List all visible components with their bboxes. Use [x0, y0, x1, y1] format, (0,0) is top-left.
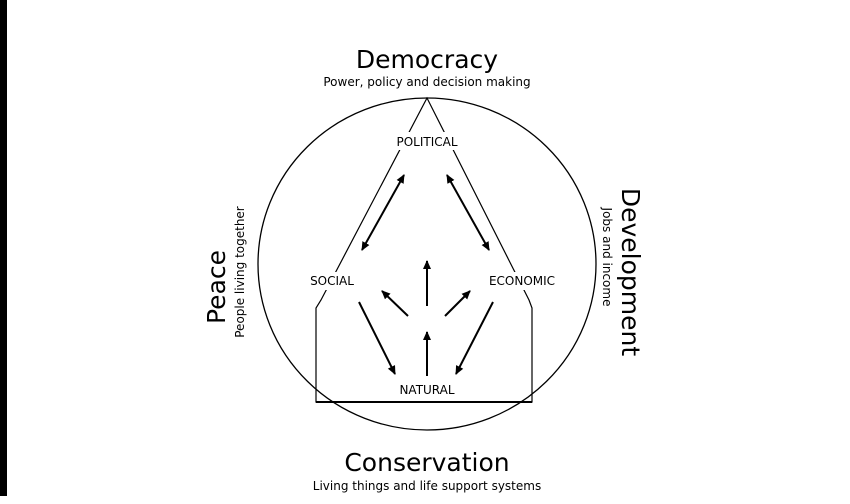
arrow-economic-political — [446, 174, 490, 251]
democracy-title: Democracy — [356, 45, 498, 74]
conservation-subtitle: Living things and life support systems — [313, 479, 541, 493]
arrow-center-left — [381, 290, 409, 317]
arrow-social-political — [361, 174, 405, 251]
arrow-economic-natural — [455, 301, 494, 375]
development-title: Development — [616, 188, 645, 356]
left-edge-bar — [0, 0, 7, 496]
development-subtitle: Jobs and income — [600, 207, 614, 307]
peace-subtitle: People living together — [233, 206, 247, 338]
democracy-subtitle: Power, policy and decision making — [323, 75, 530, 89]
node-economic: ECONOMIC — [489, 274, 555, 288]
node-natural: NATURAL — [399, 383, 454, 397]
peace-title: Peace — [202, 250, 231, 324]
node-social: SOCIAL — [310, 274, 354, 288]
node-political: POLITICAL — [396, 135, 457, 149]
arrow-social-natural — [358, 301, 396, 375]
arrow-center-right — [444, 290, 471, 317]
conservation-title: Conservation — [344, 448, 509, 477]
